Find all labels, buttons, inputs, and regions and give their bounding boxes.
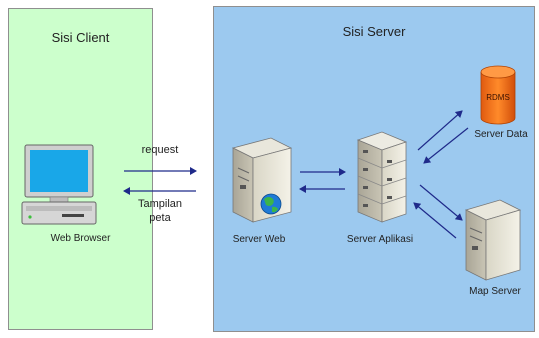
server-title: Sisi Server: [342, 24, 406, 39]
database-icon: [480, 65, 516, 125]
data-server-label: Server Data: [474, 129, 528, 140]
app-server-icon: [356, 131, 408, 223]
web-server-icon: [231, 137, 293, 223]
client-title: Sisi Client: [51, 30, 110, 45]
web-server-label: Server Web: [232, 234, 286, 245]
data-to-app-arrow: [423, 127, 469, 164]
map-server-label: Map Server: [469, 286, 521, 297]
map-to-app-arrow: [413, 202, 457, 239]
response-label-line1: Tampilan: [137, 198, 183, 210]
map-server-icon: [464, 199, 522, 281]
response-label-line2: peta: [149, 212, 171, 224]
app-to-data-arrow: [417, 110, 463, 151]
web-browser-icon: [21, 144, 97, 225]
app-to-map-arrow: [419, 184, 463, 221]
web-browser-label: Web Browser: [50, 233, 111, 244]
app-server-label: Server Aplikasi: [346, 234, 414, 245]
request-label: request: [141, 144, 179, 156]
rdms-label: RDMS: [486, 93, 510, 102]
